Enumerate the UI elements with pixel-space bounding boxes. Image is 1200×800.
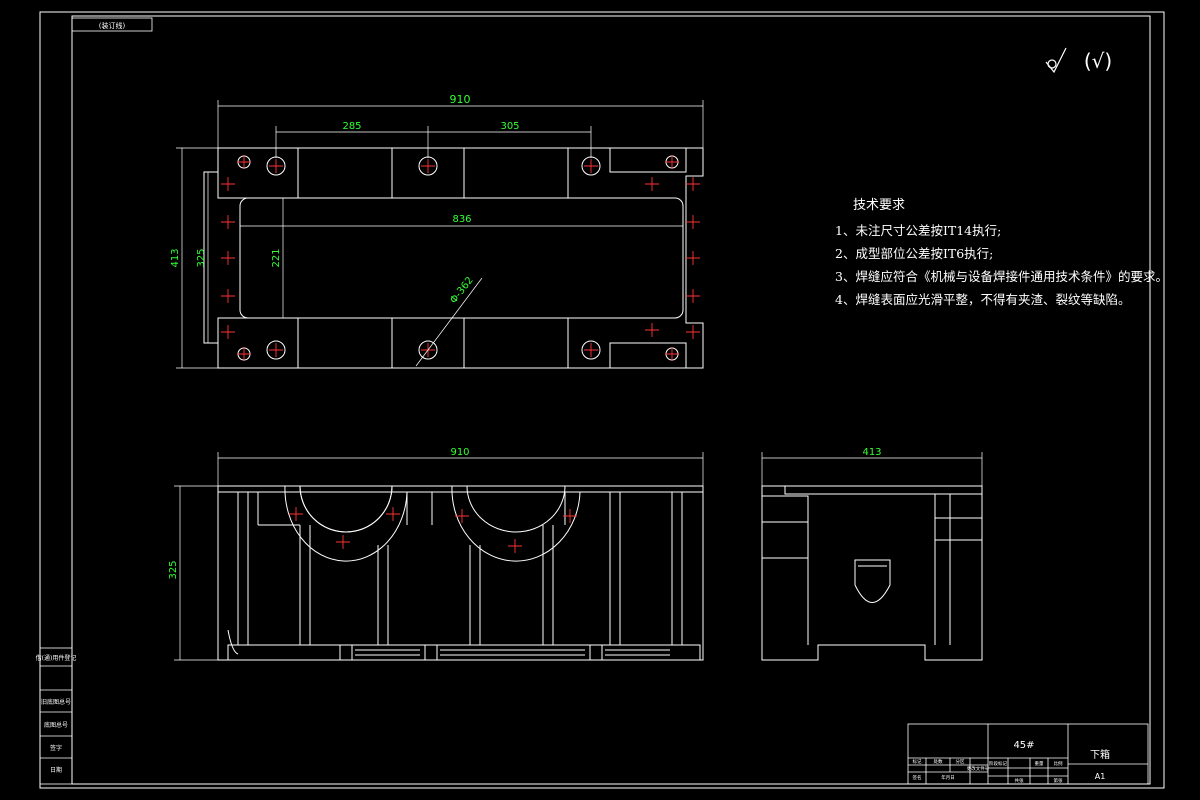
stamp-doc: 更改文件号 (967, 765, 990, 772)
sheet-size: A1 (1095, 772, 1106, 781)
binding-label-box (71, 17, 153, 32)
dim-side-width: 413 (862, 447, 881, 458)
center-marks (221, 155, 700, 361)
stamp-zone: 分区 (956, 758, 965, 765)
dim-front-width: 910 (450, 447, 469, 458)
tech-note-1: 1、未注尺寸公差按IT14执行; (835, 223, 1002, 238)
tb-stage: 阶段标记 (989, 760, 1007, 767)
tb-sheet-no: 第张 (1054, 777, 1063, 784)
binding-label: (装订线) (99, 21, 126, 30)
top-view-dimensions (176, 100, 704, 369)
dim-top-inner-height-a: 325 (196, 248, 207, 267)
roughness-symbol-icon (1045, 47, 1067, 74)
tb-sheets: 共张 (1015, 777, 1024, 784)
dim-top-inner-height-b: 221 (271, 248, 282, 267)
tb-weight: 重量 (1035, 760, 1044, 767)
roughness-note: (√) (1084, 49, 1112, 73)
tech-note-3: 3、焊缝应符合《机械与设备焊接件通用技术条件》的要求。 (835, 269, 1168, 284)
dim-top-height: 413 (170, 248, 181, 267)
part-name: 下箱 (1090, 748, 1110, 761)
top-view-holes (237, 155, 679, 361)
front-center-marks (289, 507, 577, 553)
dim-top-inner-length: 836 (452, 214, 471, 225)
top-view (203, 147, 704, 369)
strip-label-2: 底图总号 (44, 721, 68, 729)
strip-label-4: 日期 (50, 766, 62, 774)
left-registration-strip (39, 647, 73, 785)
sheet-border-outer (39, 11, 1165, 789)
side-view-dimensions (761, 452, 983, 486)
dim-front-height: 325 (168, 560, 179, 579)
tech-requirements-title: 技术要求 (853, 198, 906, 213)
material-label: 45# (1013, 740, 1034, 751)
strip-label-3: 签字 (50, 744, 62, 752)
stamp-count: 处数 (934, 758, 943, 765)
dim-top-left-span: 285 (342, 121, 361, 132)
stamp-sign: 签名 (913, 774, 922, 781)
dim-top-right-span: 305 (500, 121, 519, 132)
dim-hole-dia: Φ-362 (448, 275, 475, 306)
strip-label-0: 借(通)用件登记 (36, 654, 77, 662)
front-view-dimensions (174, 452, 704, 661)
stamp-mark: 标记 (913, 758, 922, 765)
sheet-border-inner (71, 15, 1151, 785)
tb-scale: 比例 (1054, 760, 1063, 767)
side-view (761, 485, 983, 661)
stamp-date: 年月日 (941, 774, 955, 781)
dim-top-overall: 910 (450, 93, 471, 106)
front-view (217, 485, 704, 661)
tech-note-4: 4、焊缝表面应光滑平整，不得有夹渣、裂纹等缺陷。 (835, 292, 1131, 307)
tech-note-2: 2、成型部位公差按IT6执行; (835, 246, 994, 261)
strip-label-1: 旧底图总号 (41, 698, 71, 706)
title-block (907, 723, 1149, 785)
